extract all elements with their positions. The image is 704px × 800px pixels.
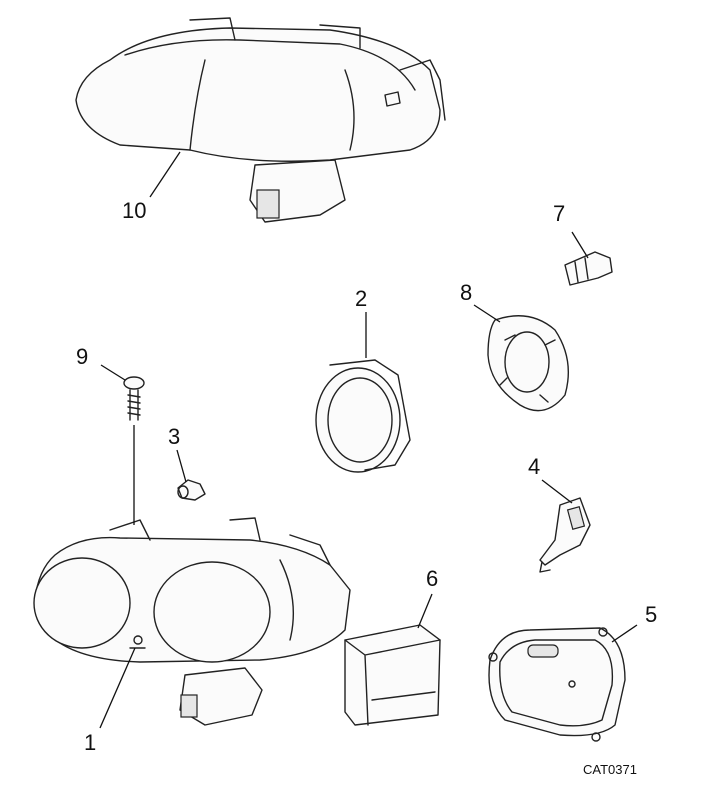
part-8-gasket (487, 315, 570, 412)
callout-9: 9 (76, 344, 89, 369)
leader-4 (541, 479, 573, 504)
leader-3 (176, 449, 187, 483)
leader-9 (100, 364, 126, 381)
callout-3: 3 (168, 424, 181, 449)
leader-10 (149, 151, 181, 198)
callout-1: 1 (84, 730, 97, 755)
part-1-headlamp-unit (33, 517, 351, 726)
callout-2: 2 (355, 286, 368, 311)
callout-6: 6 (426, 566, 439, 591)
callout-10: 10 (122, 198, 147, 223)
leader-lines (99, 151, 638, 729)
part-7-fixing-clip (564, 251, 613, 286)
callout-4: 4 (528, 454, 541, 479)
leader-7 (571, 231, 589, 259)
callout-7: 7 (553, 201, 566, 226)
part-10-headlamp-assembly (75, 17, 446, 223)
leader-1 (99, 647, 136, 729)
part-4-headlamp-bulb (539, 497, 591, 573)
callout-8: 8 (460, 280, 473, 305)
part-3-side-bulb (177, 479, 206, 501)
leader-6 (417, 593, 433, 629)
part-5-rear-cover (488, 627, 626, 742)
leader-8 (473, 304, 501, 323)
part-6-control-module (344, 624, 441, 726)
leader-5 (611, 624, 638, 643)
part-9-screw (123, 376, 145, 525)
callout-5: 5 (645, 602, 658, 627)
catalog-code: CAT0371 (583, 762, 637, 777)
part-2-retaining-ring (315, 359, 411, 473)
